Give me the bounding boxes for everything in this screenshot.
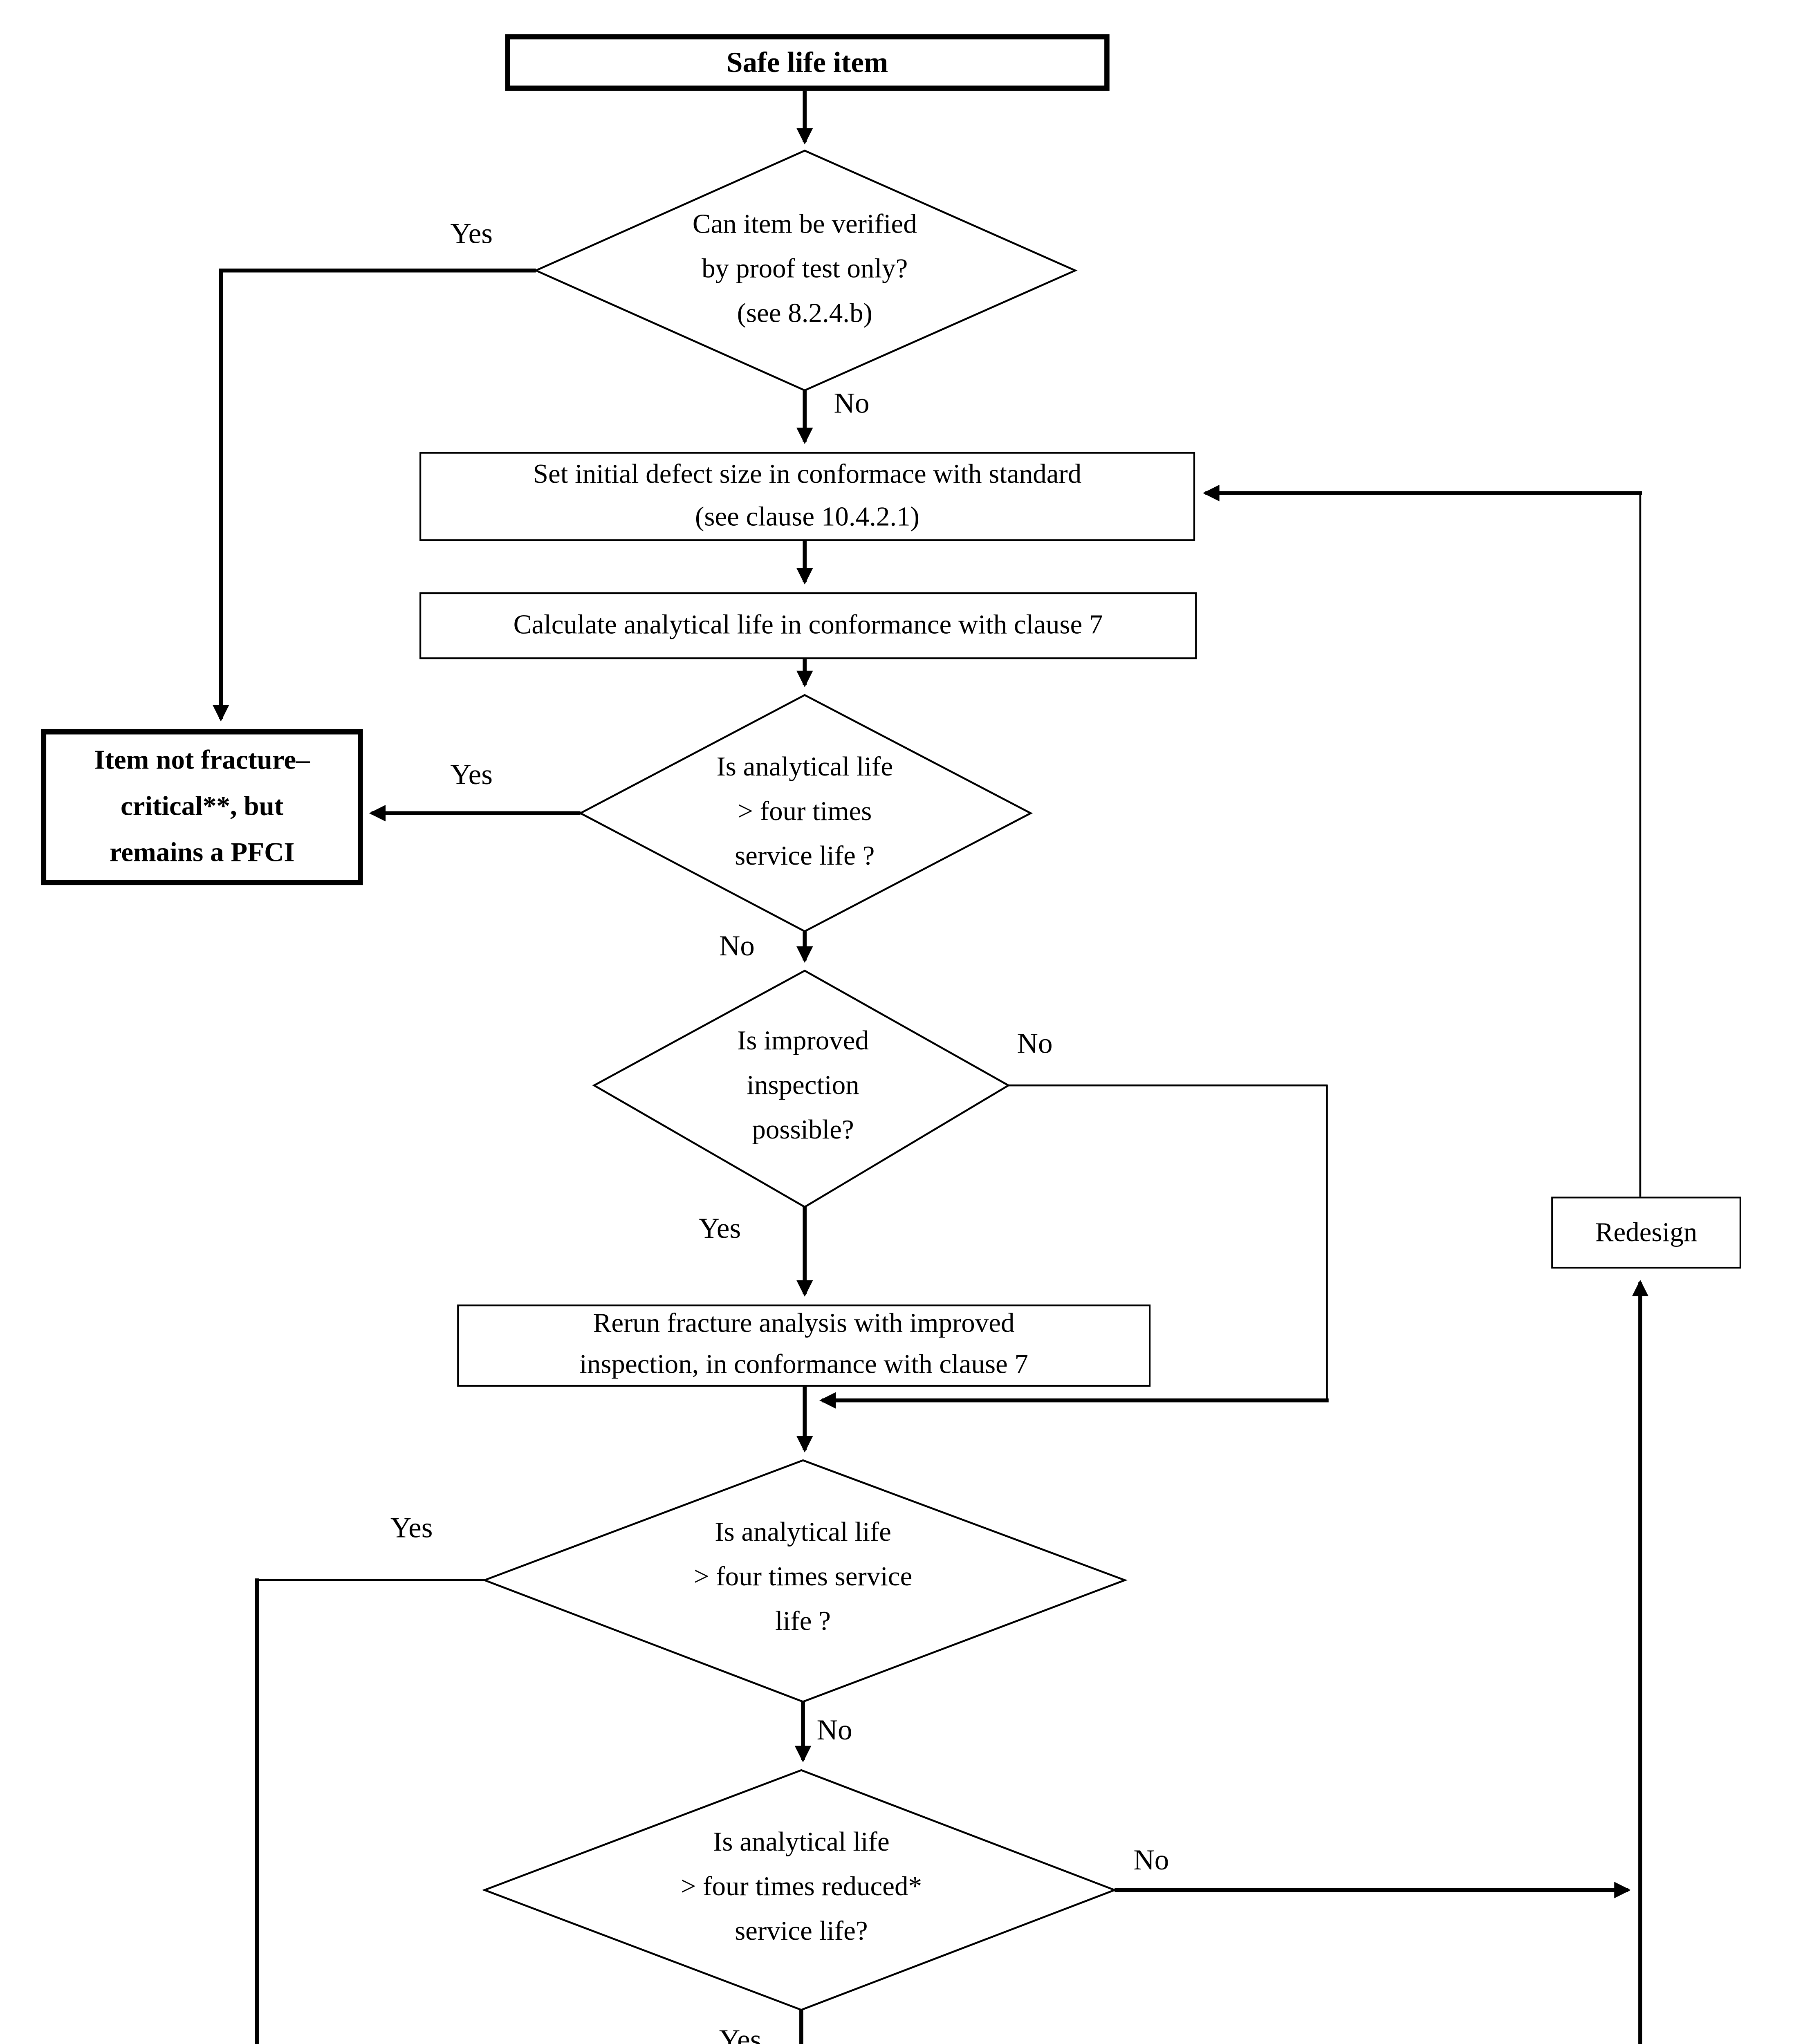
node-item-not-fracture-critical: Item not fracture– critical**, but remai… [41,729,363,885]
edge-label-d4-no: No [816,1713,852,1746]
arrow-d1-yes-to-pfci [212,268,536,722]
edge-label-d2-yes: Yes [450,758,493,791]
edge-label-d1-yes: Yes [450,217,493,250]
edge-label-d3-no: No [1017,1027,1053,1060]
node-safe-life-item: Safe life item [505,34,1110,91]
node-redesign-label: Redesign [1595,1218,1698,1247]
node-safe-life-item-label: Safe life item [726,45,888,78]
edge-label-d5-yes: Yes [719,2023,762,2044]
edge-label-d3-yes: Yes [698,1212,741,1245]
diamond-four-times-service-2-label: Is analytical life > four times service … [693,1518,913,1637]
edge-label-d5-no: No [1133,1844,1169,1876]
diamond-four-times-service-label: Is analytical life > four times service … [716,753,893,872]
node-set-initial-defect-size: Set initial defect size in conformace wi… [419,452,1195,541]
edge-label-d4-yes: Yes [390,1511,433,1544]
diamond-improved-inspection-label: Is improved inspection possible? [737,1027,869,1145]
diamond-reduced-service-life-label: Is analytical life > four times reduced*… [680,1828,922,1947]
node-calculate-analytical-life-label: Calculate analytical life in conformance… [513,611,1103,641]
edge-label-d1-no: No [834,387,870,420]
node-rerun-fracture-analysis-label: Rerun fracture analysis with improved in… [579,1309,1029,1380]
node-item-not-fracture-critical-label: Item not fracture– critical**, but remai… [94,746,310,868]
edge-label-d2-no: No [719,929,755,962]
node-set-initial-defect-size-label: Set initial defect size in conformace wi… [533,460,1082,533]
node-redesign: Redesign [1551,1197,1741,1269]
diamond-proof-test-label: Can item be verified by proof test only?… [692,211,917,329]
node-calculate-analytical-life: Calculate analytical life in conformance… [419,592,1197,659]
node-rerun-fracture-analysis: Rerun fracture analysis with improved in… [457,1304,1151,1387]
